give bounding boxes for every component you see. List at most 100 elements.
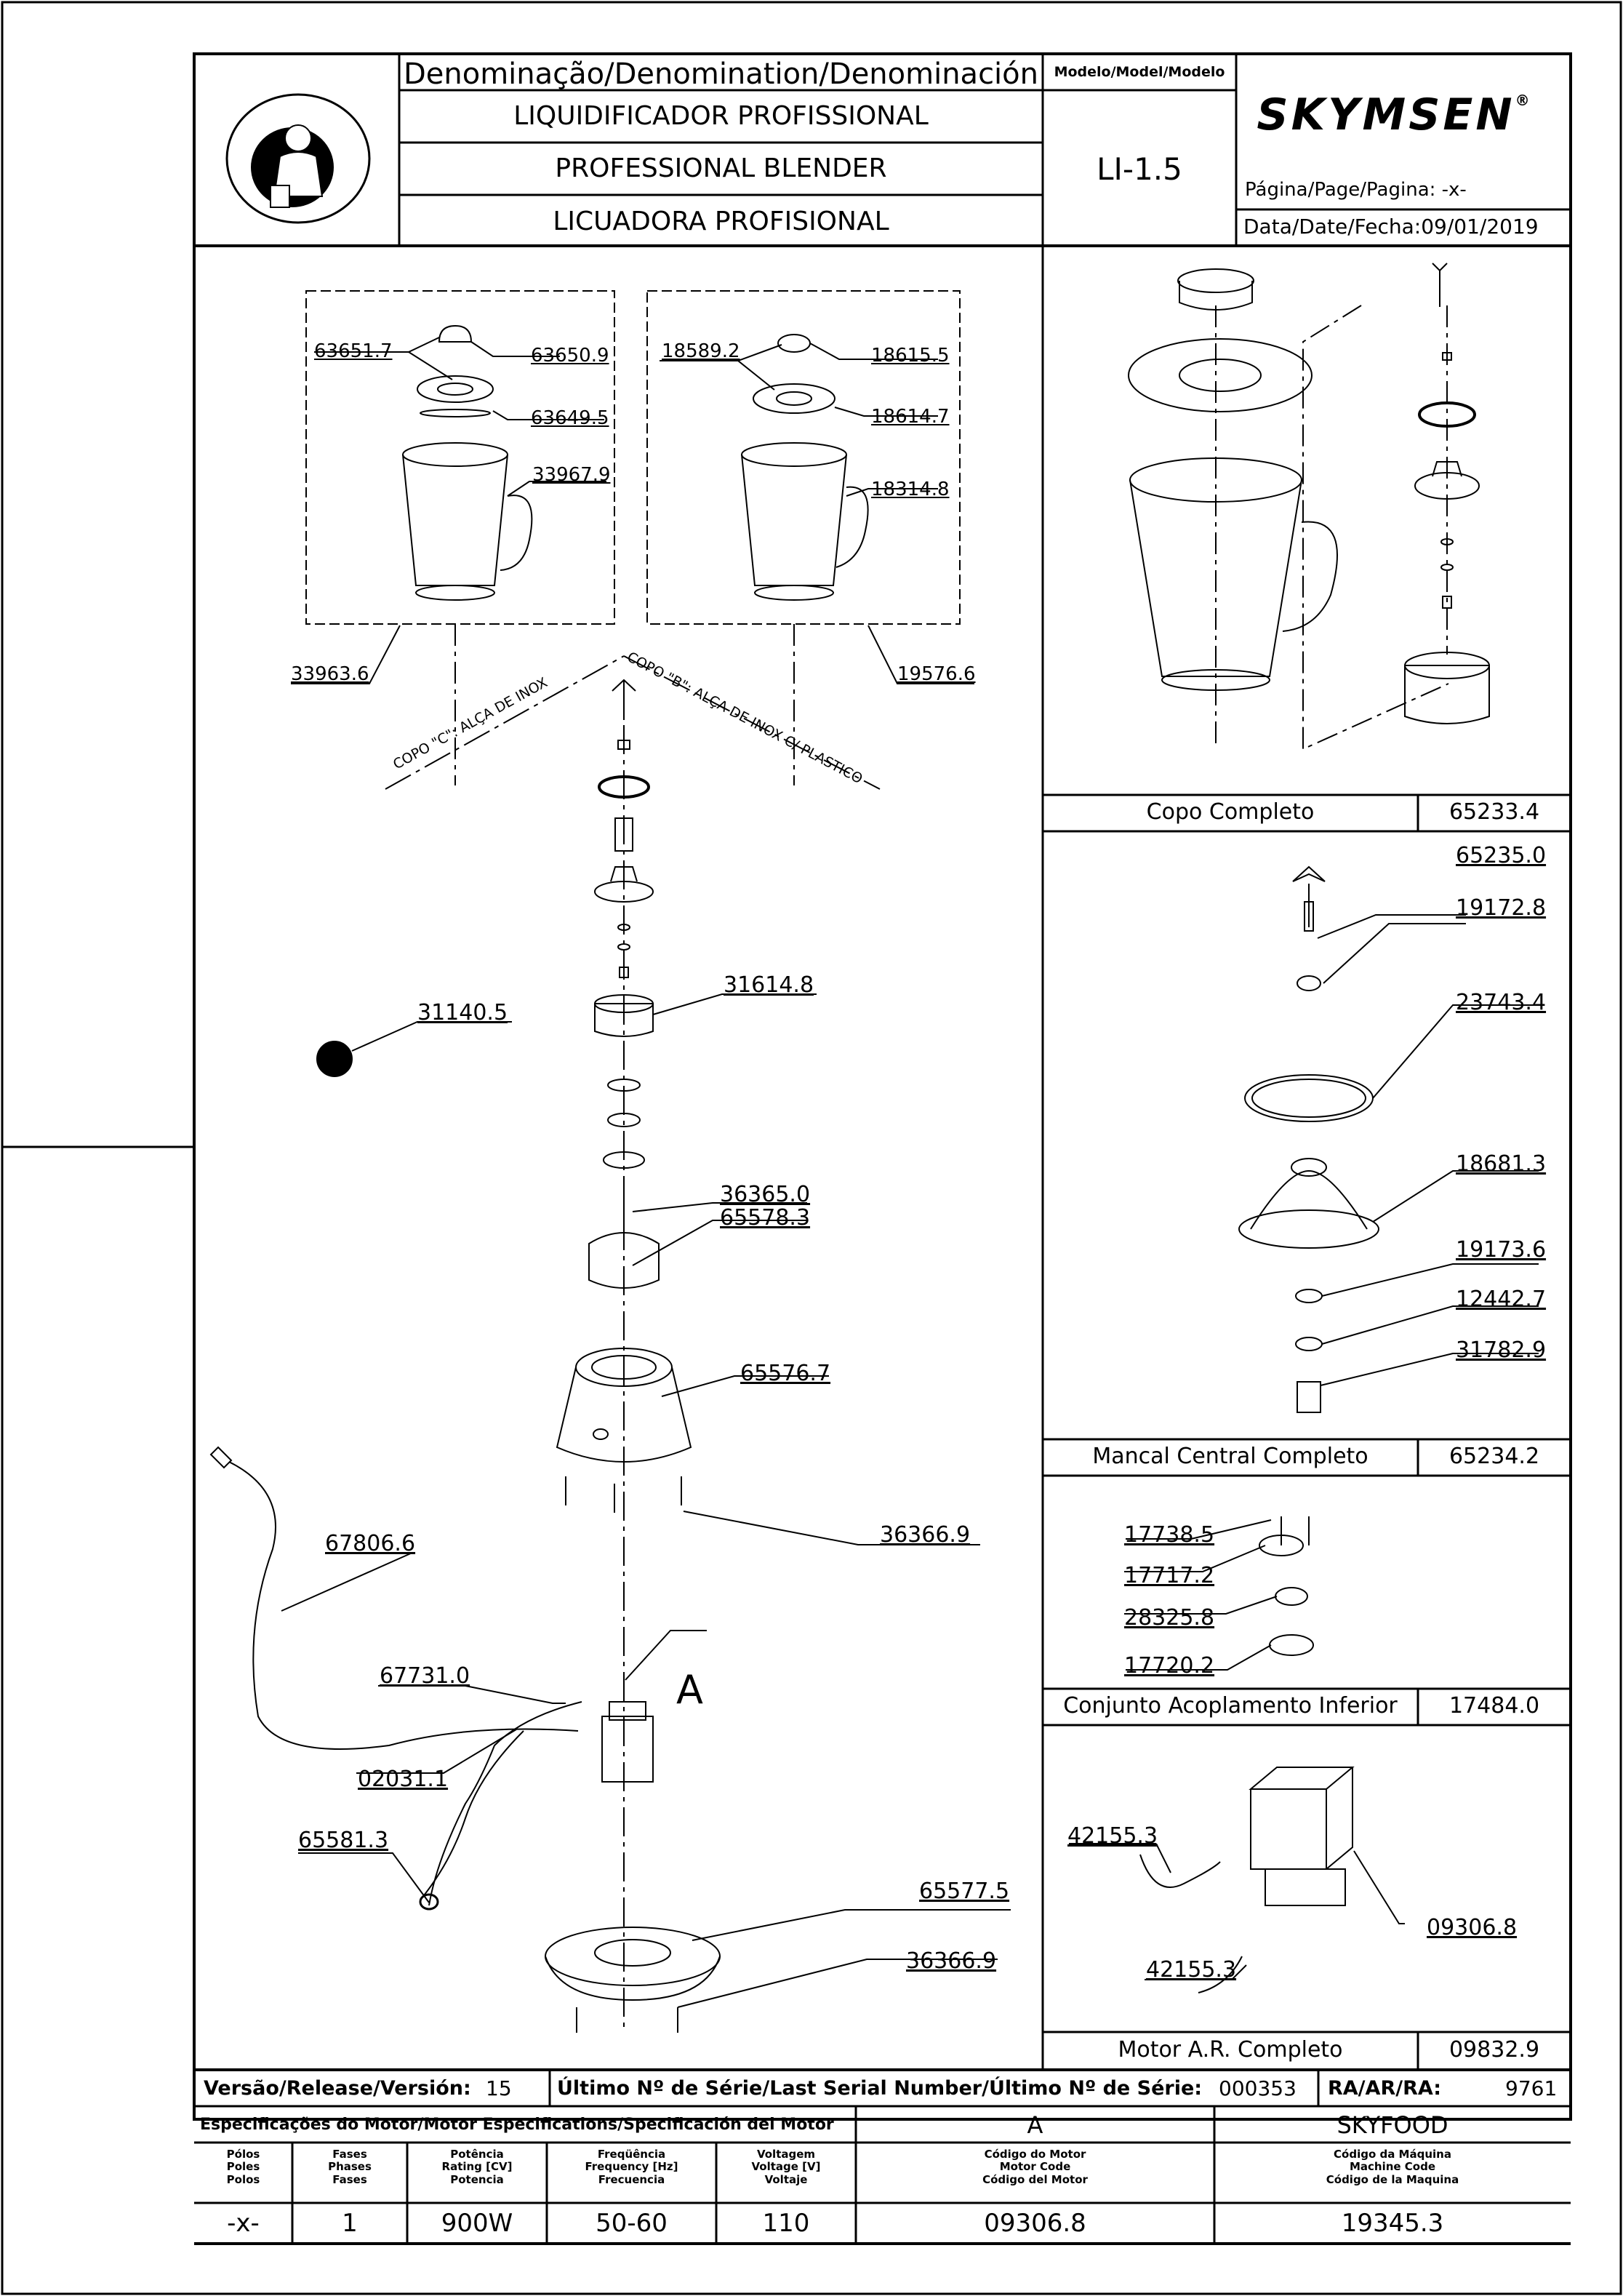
spec-header-frequency-en: Frequency [Hz] [585, 2160, 678, 2174]
spec-header-frequency-pt: Freqüência [597, 2148, 666, 2161]
spec-header-phases-pt: Fases [332, 2148, 367, 2161]
part-19173-6: 19173.6 [1456, 1237, 1547, 1263]
spec-header-poles-es: Polos [226, 2172, 260, 2186]
machine-family: SKYFOOD [1337, 2111, 1448, 2139]
spec-header-motor-code-es: Código del Motor [982, 2172, 1088, 2186]
part-63651-7: 63651.7 [314, 340, 393, 362]
release-value: 15 [486, 2076, 512, 2100]
spec-header-phases-en: Phases [328, 2160, 372, 2174]
part-36365-0: 36365.0 [720, 1182, 811, 1207]
part-63649-5: 63649.5 [531, 407, 609, 429]
part-65235-0: 65235.0 [1456, 843, 1547, 868]
part-09306-8: 09306.8 [1427, 1915, 1518, 1940]
spec-header-voltage-es: Voltaje [764, 2172, 808, 2186]
motor-spec-label: Especificações do Motor/Motor Especifica… [200, 2116, 834, 2134]
part-36366-9-body: 36366.9 [880, 1522, 971, 1548]
part-12442-7: 12442.7 [1456, 1287, 1547, 1312]
part-31782-9: 31782.9 [1456, 1337, 1547, 1363]
part-33963-6: 33963.6 [291, 663, 369, 685]
spec-header-machine-code-pt: Código da Máquina [1334, 2148, 1451, 2161]
model-number: LI-1.5 [1097, 151, 1182, 187]
svg-text:A: A [676, 1667, 703, 1713]
spec-header-voltage-pt: Voltagem [756, 2148, 816, 2161]
part-19172-8: 19172.8 [1456, 895, 1547, 921]
date-label: Data/Date/Fecha: [1243, 215, 1422, 239]
spec-header-frequency-es: Frecuencia [598, 2172, 665, 2186]
spec-machine-code-value: 19345.3 [1341, 2209, 1444, 2238]
spec-header-voltage: Voltagem Voltage [V] Voltaje [716, 2148, 856, 2186]
spec-header-phases: Fases Phases Fases [292, 2148, 407, 2186]
spec-phases-value: 1 [342, 2209, 358, 2238]
spec-frequency-value: 50-60 [596, 2209, 668, 2238]
spec-header-rating-es: Potencia [450, 2172, 504, 2186]
brand-logo: SKYMSEN® [1242, 93, 1547, 137]
spec-header-phases-es: Fases [332, 2172, 367, 2186]
part-65576-7: 65576.7 [740, 1361, 831, 1386]
product-name-pt: LIQUIDIFICADOR PROFISSIONAL [513, 101, 929, 131]
part-18314-8: 18314.8 [871, 479, 950, 500]
central-bearing-drawing [1238, 865, 1539, 1413]
cup-complete-drawing [1128, 263, 1490, 751]
denomination-label: Denominação/Denomination/Denominación [403, 57, 1038, 91]
part-02031-1: 02031.1 [358, 1767, 449, 1792]
spec-header-machine-code: Código da Máquina Machine Code Código de… [1214, 2148, 1571, 2186]
cup-b-drawing [741, 334, 869, 601]
release-label: Versão/Release/Versión: [204, 2077, 471, 2100]
part-17717-2: 17717.2 [1124, 1563, 1215, 1588]
brand-name: SKYMSEN [1257, 89, 1515, 140]
part-42155-3-b: 42155.3 [1146, 1957, 1237, 1983]
part-17720-2: 17720.2 [1124, 1653, 1215, 1679]
page-label: Página/Page/Pagina: [1245, 179, 1436, 201]
motor-drawing [1069, 1767, 1405, 1993]
spec-header-motor-code-en: Motor Code [999, 2160, 1071, 2174]
date-value: 09/01/2019 [1421, 215, 1539, 239]
part-23743-4: 23743.4 [1456, 990, 1547, 1015]
part-67806-6: 67806.6 [325, 1531, 416, 1556]
part-65578-3: 65578.3 [720, 1205, 811, 1231]
spec-poles-value: -x- [227, 2209, 260, 2238]
part-36366-9-base: 36366.9 [906, 1948, 997, 1974]
spec-header-machine-code-en: Machine Code [1349, 2160, 1436, 2174]
part-65581-3: 65581.3 [298, 1828, 389, 1853]
spec-header-rating: Potência Rating [CV] Potencia [407, 2148, 547, 2186]
part-17738-5: 17738.5 [1124, 1522, 1215, 1548]
part-18589-2: 18589.2 [662, 340, 740, 362]
product-name-es: LICUADORA PROFISIONAL [553, 207, 889, 236]
ra-value: 9761 [1505, 2076, 1558, 2100]
spec-voltage-value: 110 [762, 2209, 810, 2238]
part-63650-9: 63650.9 [531, 345, 609, 367]
brand-registered-mark: ® [1515, 92, 1533, 109]
spec-header-poles: Pólos Poles Polos [194, 2148, 292, 2186]
part-31614-8: 31614.8 [724, 972, 814, 998]
motor-letter: A [1027, 2111, 1043, 2139]
part-18615-5: 18615.5 [871, 345, 950, 367]
serial-value: 000353 [1219, 2076, 1297, 2100]
authorized-service-seal [225, 93, 371, 224]
panel-motor-code: 09832.9 [1448, 2037, 1540, 2063]
part-31140-5: 31140.5 [417, 1000, 508, 1025]
spec-header-frequency: Freqüência Frequency [Hz] Frecuencia [547, 2148, 716, 2186]
part-28325-8: 28325.8 [1124, 1605, 1215, 1631]
ra-label: RA/AR/RA: [1328, 2077, 1442, 2100]
part-42155-3-a: 42155.3 [1067, 1823, 1158, 1849]
part-19576-6: 19576.6 [897, 663, 976, 685]
spec-header-machine-code-es: Código de la Maquina [1326, 2172, 1459, 2186]
panel-motor-title: Motor A.R. Completo [1118, 2037, 1343, 2063]
panel-cup-title: Copo Completo [1146, 799, 1315, 825]
panel-bearing-code: 65234.2 [1448, 1444, 1540, 1469]
spec-header-poles-pt: Pólos [226, 2148, 260, 2161]
panel-cup-code: 65233.4 [1448, 799, 1540, 825]
part-18614-7: 18614.7 [871, 406, 950, 428]
spec-header-rating-pt: Potência [450, 2148, 504, 2161]
date-field: Data/Date/Fecha:09/01/2019 [1243, 217, 1539, 237]
spec-rating-value: 900W [441, 2209, 513, 2238]
spec-header-motor-code-pt: Código do Motor [984, 2148, 1086, 2161]
spec-header-poles-en: Poles [226, 2160, 260, 2174]
panel-coupling-code: 17484.0 [1448, 1693, 1540, 1719]
panel-coupling-title: Conjunto Acoplamento Inferior [1063, 1693, 1398, 1719]
spec-header-rating-en: Rating [CV] [441, 2160, 513, 2174]
serial-label: Último Nº de Série/Last Serial Number/Úl… [557, 2077, 1203, 2100]
